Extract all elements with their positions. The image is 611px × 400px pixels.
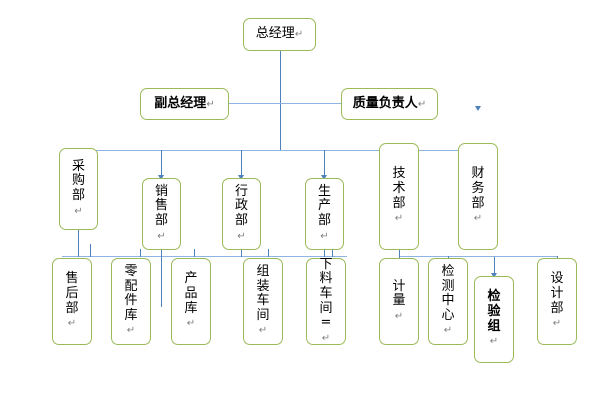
- node-label: 副总经理↵: [154, 95, 215, 111]
- connector-drop-admin: [241, 150, 243, 177]
- connector-admin-down: [241, 249, 243, 257]
- arrow-admin: [238, 175, 244, 180]
- node-label: 零配件库↵: [124, 264, 138, 337]
- node-blanking-workshop[interactable]: 下料车间=↵: [306, 256, 346, 345]
- node-assembly-workshop[interactable]: 组装车间↵: [243, 258, 283, 345]
- node-design-dept[interactable]: 设计部↵: [537, 258, 577, 345]
- node-label: 组装车间↵: [256, 264, 270, 337]
- node-label: 总经理↵: [255, 26, 304, 42]
- arrow-production: [321, 175, 327, 180]
- connector-drop-sales: [161, 150, 163, 177]
- node-product-store[interactable]: 产品库↵: [171, 258, 211, 345]
- node-label: 技术部↵: [392, 166, 406, 225]
- node-sales-dept[interactable]: 销售部↵: [142, 178, 181, 250]
- node-after-sales-dept[interactable]: 售后部↵: [52, 258, 92, 345]
- connector-row2-bus: [228, 103, 342, 105]
- connector-drop-blanking: [332, 249, 334, 257]
- arrow-inspection: [491, 273, 497, 278]
- connector-right-subbus: [399, 256, 495, 258]
- connector-drop-assembly: [268, 249, 270, 257]
- connector-production-down: [324, 249, 326, 257]
- node-label: 检验组↵: [487, 289, 501, 348]
- connector-gm-trunk: [280, 50, 282, 151]
- connector-drop-inspection: [494, 256, 496, 275]
- node-label: 检测中心↵: [441, 264, 455, 337]
- arrow-sales: [158, 175, 164, 180]
- node-label: 产品库↵: [184, 271, 198, 330]
- node-label: 质量负责人↵: [352, 95, 427, 111]
- node-deputy-general-manager[interactable]: 副总经理↵: [140, 88, 229, 120]
- node-spare-parts-store[interactable]: 零配件库↵: [111, 258, 151, 345]
- connector-row3-bus: [61, 150, 491, 152]
- node-testing-center[interactable]: 检测中心↵: [428, 258, 468, 345]
- node-label: 设计部↵: [550, 271, 564, 330]
- node-technical-dept[interactable]: 技术部↵: [379, 143, 419, 250]
- node-purchasing-dept[interactable]: 采购部↵: [59, 148, 98, 230]
- node-admin-dept[interactable]: 行政部↵: [222, 178, 261, 250]
- connector-design-link: [494, 256, 558, 258]
- node-finance-dept[interactable]: 财务部↵: [458, 143, 498, 250]
- connector-drop-after-sales: [90, 244, 92, 257]
- node-label: 销售部↵: [154, 183, 168, 242]
- node-inspection-team[interactable]: 检验组↵: [474, 276, 514, 363]
- arrow-finance: [475, 106, 481, 111]
- node-label: 计量↵: [392, 278, 406, 322]
- node-label: 生产部↵: [317, 183, 331, 242]
- node-metrology[interactable]: 计量↵: [379, 258, 419, 345]
- node-label: 行政部↵: [234, 183, 248, 242]
- node-quality-officer[interactable]: 质量负责人↵: [341, 88, 438, 120]
- node-label: 下料车间=↵: [319, 256, 333, 344]
- node-label: 售后部↵: [65, 271, 79, 330]
- connector-sales-down: [161, 249, 163, 307]
- connector-drop-spare-parts: [140, 249, 142, 257]
- node-production-dept[interactable]: 生产部↵: [305, 178, 344, 250]
- connector-drop-product-store: [194, 249, 196, 257]
- node-label: 采购部↵: [71, 158, 85, 217]
- node-label: 财务部↵: [471, 166, 485, 225]
- connector-drop-production: [324, 150, 326, 177]
- connector-purchasing-down: [78, 230, 80, 257]
- connector-row4-left-bus: [62, 256, 347, 258]
- node-general-manager[interactable]: 总经理↵: [243, 18, 316, 51]
